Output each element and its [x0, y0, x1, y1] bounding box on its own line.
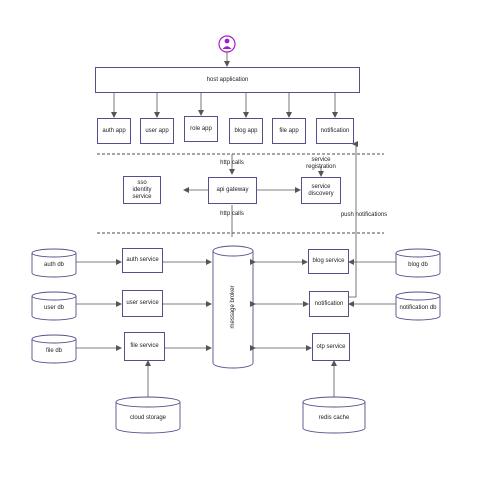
user-db-label: user db [43, 305, 64, 311]
message-broker-label: message broker [230, 285, 236, 329]
blog-service-box: blog service [308, 249, 349, 274]
user-service-box: user service [122, 290, 163, 317]
http-calls-top-label: http calls [220, 160, 244, 166]
auth-app-box: auth app [97, 118, 131, 144]
sso-identity-service-box: sso identity service [123, 176, 161, 204]
message-broker-cylinder [212, 245, 254, 369]
blog-db-label: blog db [408, 262, 428, 268]
redis-cache-label: redis cache [318, 415, 350, 421]
file-app-box: file app [272, 118, 306, 144]
user-app-box: user app [140, 118, 174, 144]
file-db-label: file db [45, 348, 62, 354]
blog-db-cylinder [395, 248, 441, 278]
notification-app-box: notification [316, 118, 354, 144]
cloud-storage-label: cloud storage [129, 415, 167, 421]
service-discovery-box: service discovery [301, 177, 341, 204]
auth-db-cylinder [31, 248, 77, 278]
file-service-box: file service [124, 332, 165, 361]
user-db-cylinder [31, 291, 77, 321]
auth-service-box: auth service [122, 248, 163, 273]
api-gateway-box: api gateway [208, 177, 257, 204]
file-db-cylinder [31, 334, 77, 364]
service-registration-label: service registration [306, 157, 336, 170]
push-notifications-label: push notifications [340, 212, 388, 218]
notification-db-label: notification db [399, 305, 437, 311]
notification-db-cylinder [395, 291, 441, 321]
http-calls-bottom-label: http calls [220, 211, 244, 217]
notification-service-box: notification [309, 291, 349, 317]
user-icon [218, 35, 236, 53]
blog-app-box: blog app [229, 118, 263, 144]
redis-cache-cylinder [302, 396, 366, 434]
otp-service-box: otp service [312, 333, 350, 361]
arrow-push-notifications [343, 141, 358, 298]
auth-db-label: auth db [43, 262, 65, 268]
cloud-storage-cylinder [115, 396, 181, 434]
host-application-box: host application [95, 67, 360, 93]
role-app-box: role app [184, 116, 218, 142]
